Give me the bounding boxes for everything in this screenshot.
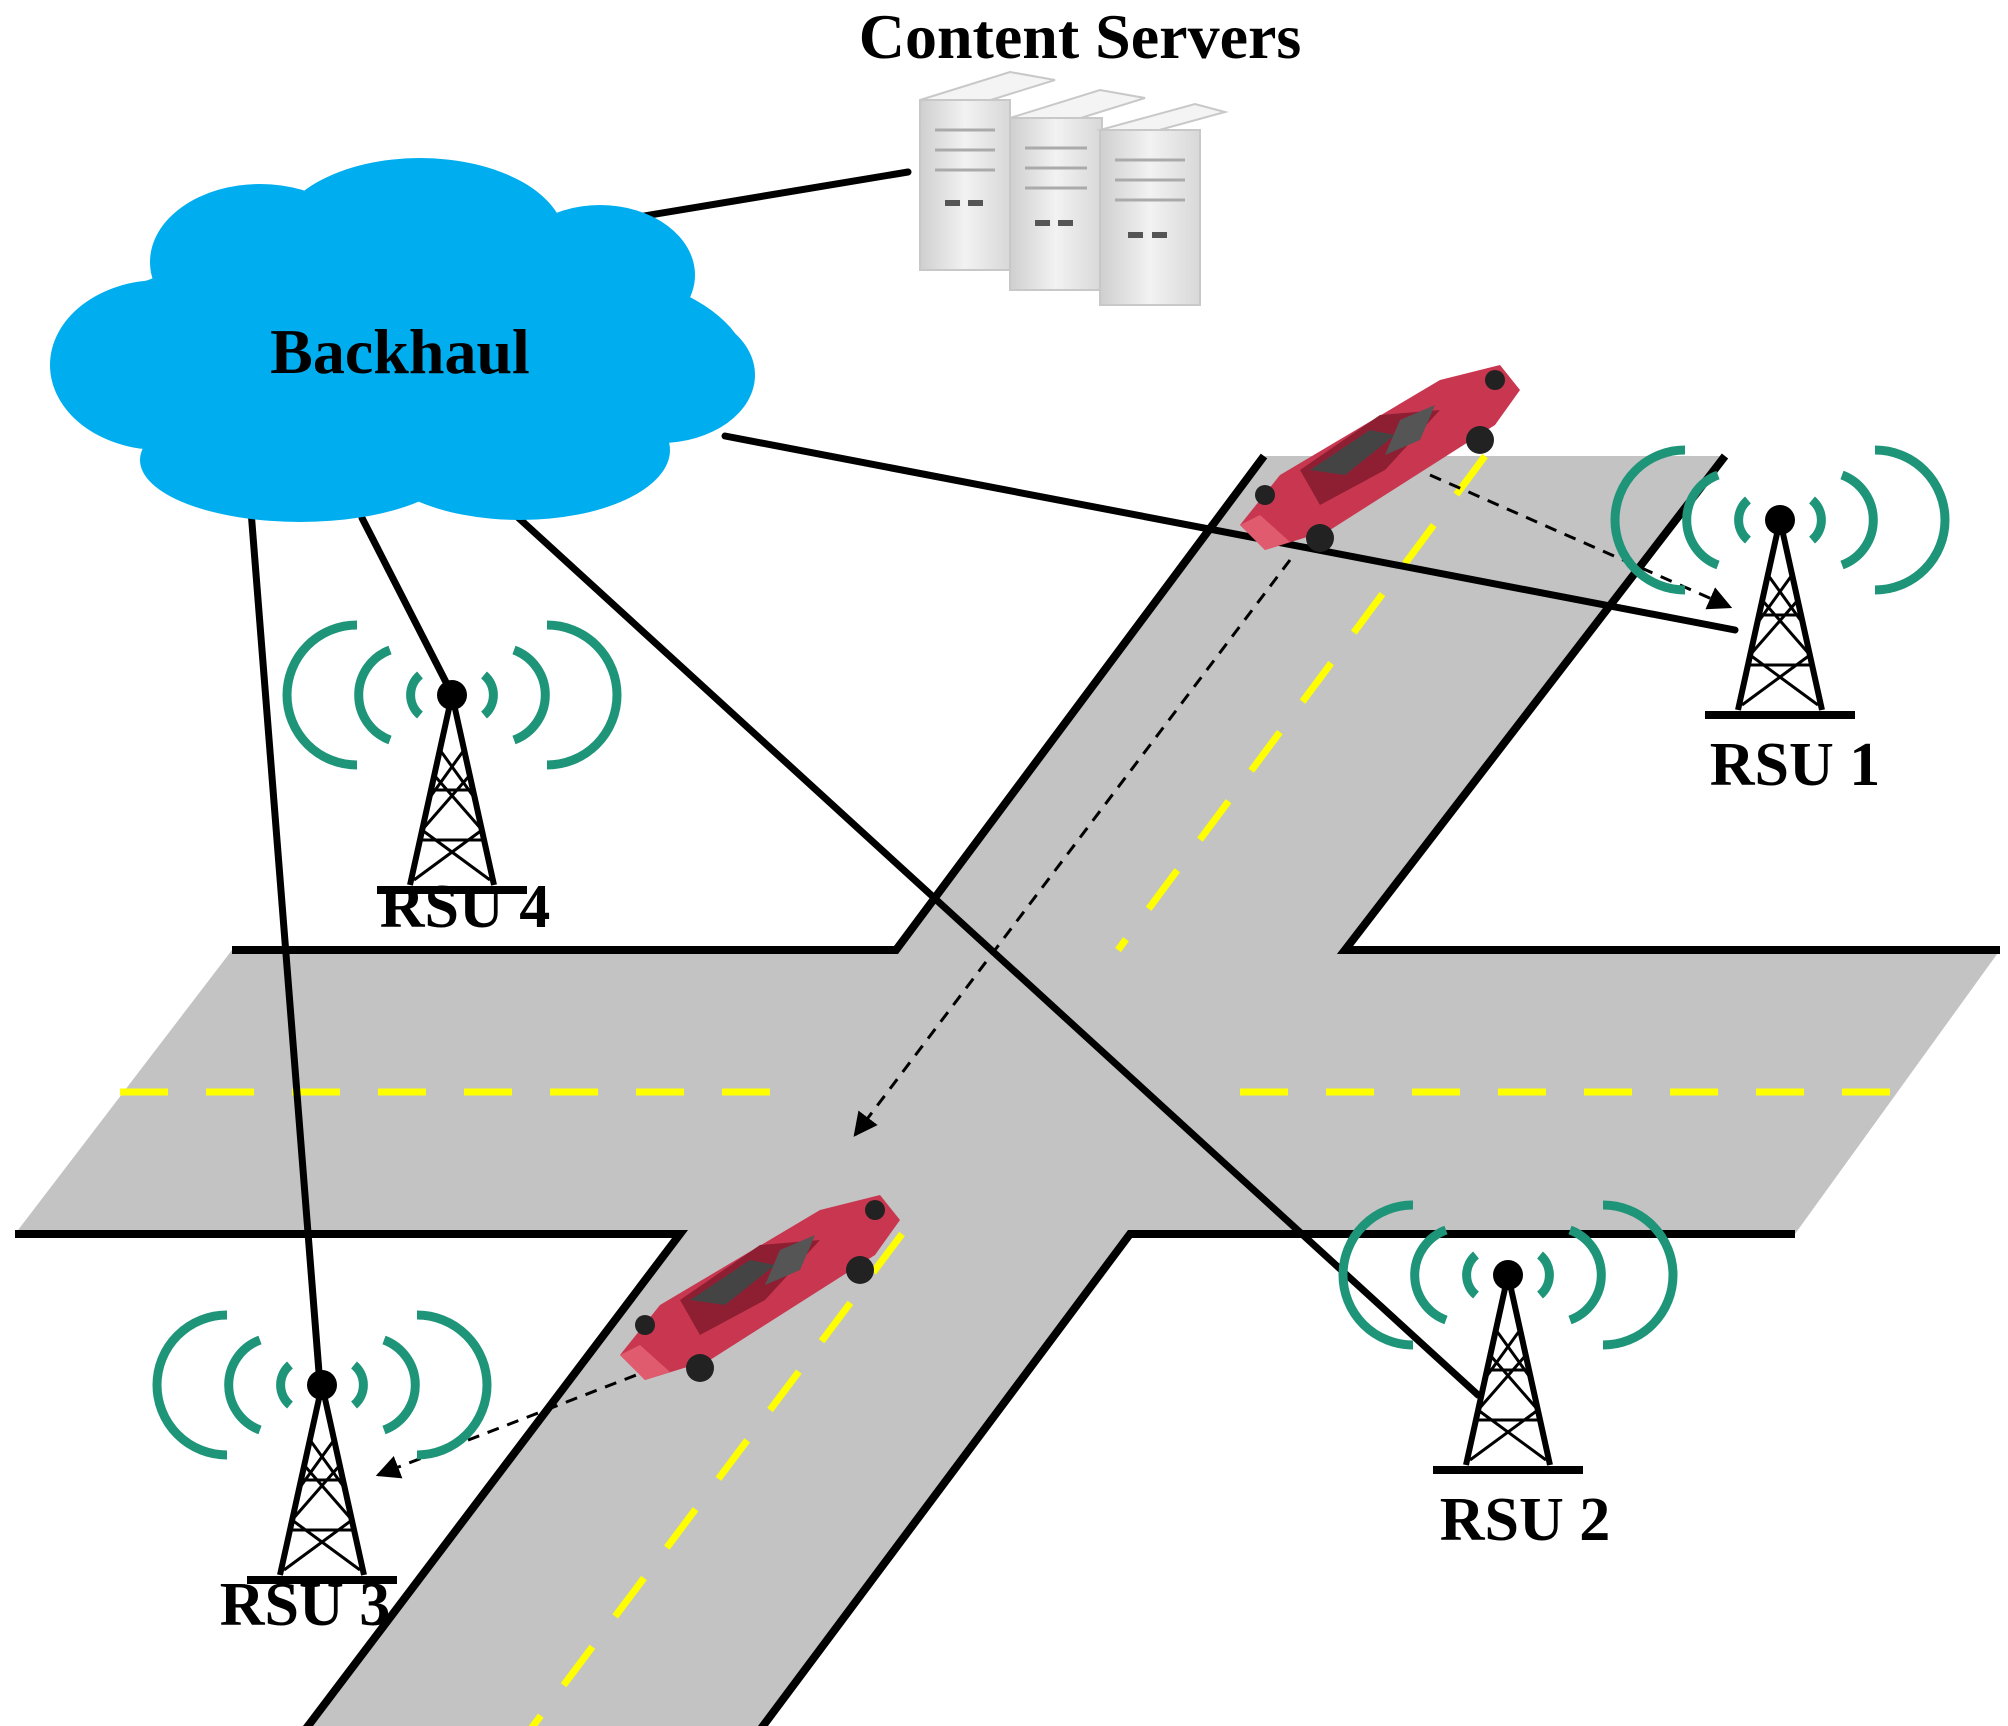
rsu-4-label: RSU 4 bbox=[380, 873, 551, 941]
rsu-4-tower-icon bbox=[287, 625, 617, 890]
rsu-3-label: RSU 3 bbox=[220, 1571, 391, 1639]
wireless-links bbox=[375, 473, 1733, 1479]
road-network bbox=[15, 453, 2000, 1726]
rsu-2-label: RSU 2 bbox=[1440, 1486, 1611, 1554]
rsu-1-label: RSU 1 bbox=[1710, 731, 1881, 799]
backhaul-links bbox=[246, 168, 1739, 1399]
backhaul-label: Backhaul bbox=[270, 316, 530, 387]
rsu-3-tower-icon bbox=[157, 1315, 487, 1580]
content-servers-label: Content Servers bbox=[859, 1, 1302, 72]
rsu-2-tower-icon bbox=[1343, 1205, 1673, 1470]
cloud-icon bbox=[50, 158, 755, 522]
server-rack-icon bbox=[919, 70, 1229, 306]
